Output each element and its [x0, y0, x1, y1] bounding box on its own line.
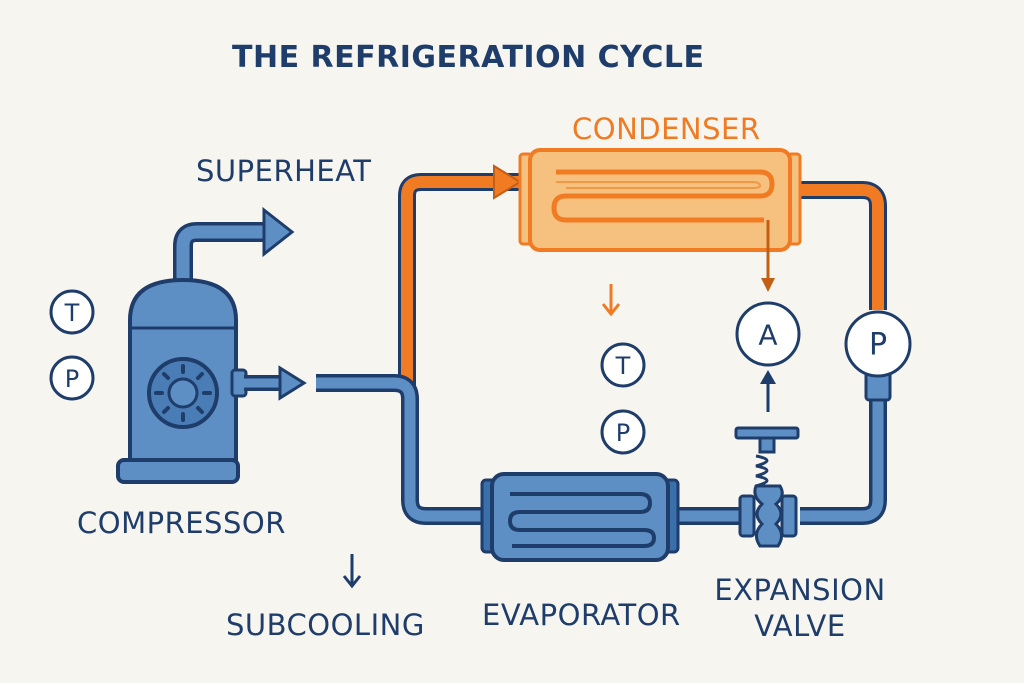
expansion-valve-label-line2: VALVE [754, 609, 846, 643]
expansion-valve-label-line1: EXPANSION [714, 573, 886, 607]
condenser-coil-icon [518, 148, 802, 252]
temperature-gauge-middle [600, 342, 646, 388]
gauge-letter-p-right: P [869, 328, 887, 363]
evaporator-label: EVAPORATOR [482, 598, 681, 632]
gauge-letter-p-middle: P [616, 419, 630, 447]
gauge-letter-p-left: P [65, 365, 79, 393]
pressure-gauge-right [844, 310, 912, 378]
pressure-gauge-middle [600, 409, 646, 455]
gauge-letter-t-left: T [64, 299, 80, 327]
superheat-label: SUPERHEAT [196, 154, 372, 188]
temperature-gauge-left [49, 289, 95, 335]
subcooling-label: SUBCOOLING [226, 608, 425, 642]
diagram-title: THE REFRIGERATION CYCLE [232, 40, 705, 75]
arrow-icon [493, 164, 522, 200]
compressor-icon [116, 206, 307, 484]
evaporator-coil-icon [480, 472, 680, 562]
low-side-pipe [316, 374, 887, 525]
expansion-valve-icon [734, 426, 800, 548]
ammeter-gauge [735, 301, 801, 367]
condenser-label: CONDENSER [572, 112, 761, 146]
compressor-label: COMPRESSOR [77, 506, 286, 540]
gauge-letter-t-middle: T [615, 352, 631, 380]
gauge-letter-a: A [758, 319, 777, 352]
high-side-pipe [398, 173, 887, 394]
arrow-icon [761, 278, 775, 292]
expansion-valve-label: EXPANSION VALVE [712, 572, 888, 644]
arrow-icon [760, 370, 776, 384]
pressure-gauge-left [49, 355, 95, 401]
